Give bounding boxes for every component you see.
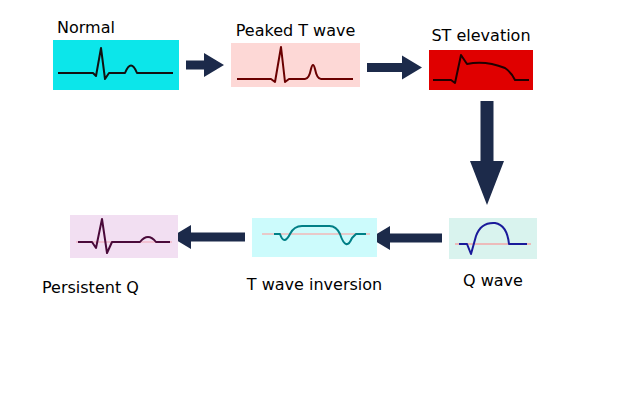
ecg-trace xyxy=(70,215,178,258)
ecg-stage: T wave inversion xyxy=(252,218,377,257)
flow-arrow xyxy=(186,53,224,77)
flow-arrow xyxy=(370,226,442,250)
waveform xyxy=(274,226,366,244)
ecg-panel xyxy=(429,50,533,90)
waveform xyxy=(433,55,529,83)
waveform xyxy=(58,48,173,79)
flow-arrow xyxy=(470,101,504,205)
ecg-trace xyxy=(231,43,360,87)
stage-label: Q wave xyxy=(463,271,523,290)
ecg-panel xyxy=(53,40,179,90)
ecg-stage: Peaked T wave xyxy=(231,43,360,87)
ecg-trace xyxy=(429,50,533,90)
ecg-trace xyxy=(449,218,537,259)
ecg-panel xyxy=(449,218,537,259)
stage-label: Normal xyxy=(57,18,115,37)
ecg-stage: Q wave xyxy=(449,218,537,259)
stage-label: Persistent Q xyxy=(42,278,139,297)
ecg-panel xyxy=(252,218,377,257)
flow-arrow xyxy=(367,56,422,80)
ecg-panel xyxy=(231,43,360,87)
ecg-panel xyxy=(70,215,178,258)
ecg-trace xyxy=(252,218,377,257)
waveform xyxy=(459,223,527,254)
stage-label: T wave inversion xyxy=(247,275,382,294)
waveform xyxy=(237,47,353,82)
ecg-trace xyxy=(53,40,179,90)
ecg-stage: Normal xyxy=(53,40,179,90)
ecg-stage: Persistent Q xyxy=(70,215,178,258)
stage-label: Peaked T wave xyxy=(236,21,356,40)
stage-label: ST elevation xyxy=(431,26,530,45)
ecg-stage: ST elevation xyxy=(429,50,533,90)
waveform xyxy=(78,219,170,253)
flow-arrow xyxy=(171,225,245,249)
